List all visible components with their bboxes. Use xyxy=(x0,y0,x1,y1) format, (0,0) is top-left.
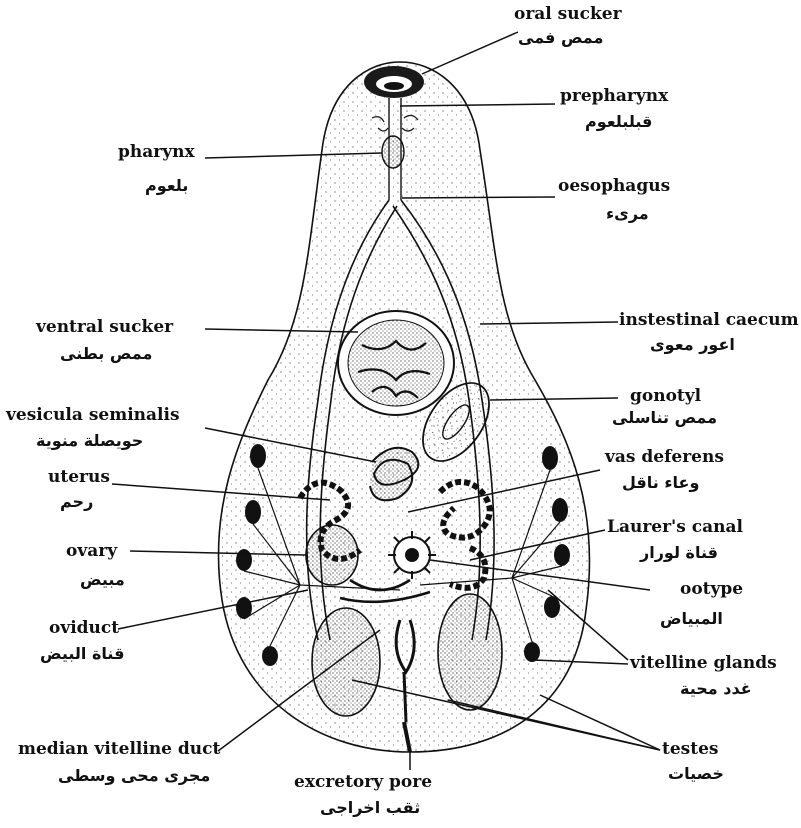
label-laurers-canal-ar: قناة لورار xyxy=(640,545,718,561)
label-oral-sucker: oral sucker xyxy=(514,6,622,23)
label-intestinal-caecum: instestinal caecum xyxy=(619,312,799,329)
ventral-sucker-shape xyxy=(338,311,454,415)
label-ventral-sucker: ventral sucker xyxy=(36,319,173,336)
label-gonotyl: gonotyl xyxy=(630,388,701,405)
label-vesicula-seminalis: vesicula seminalis xyxy=(6,407,180,424)
testis-right-shape xyxy=(438,594,502,710)
label-ovary-ar: مبيض xyxy=(80,572,125,588)
label-oviduct: oviduct xyxy=(49,620,119,637)
label-oesophagus-ar: مرىء xyxy=(606,206,649,222)
label-vitelline-glands-ar: غدد محية xyxy=(680,681,752,697)
oral-sucker-shape xyxy=(364,66,424,98)
label-ootype-ar: المبياض xyxy=(660,611,723,627)
label-prepharynx: prepharynx xyxy=(560,88,668,105)
label-testes-ar: خصيات xyxy=(668,766,724,782)
leader-testes-3 xyxy=(540,695,660,750)
label-median-vitelline-duct: median vitelline duct xyxy=(18,741,220,758)
label-oviduct-ar: قناة البيض xyxy=(40,646,124,662)
label-vesicula-seminalis-ar: حويصلة منوية xyxy=(36,433,143,449)
testis-left-shape xyxy=(312,608,380,716)
label-vas-deferens: vas deferens xyxy=(605,449,724,466)
label-uterus: uterus xyxy=(48,469,110,486)
label-pharynx: pharynx xyxy=(118,144,195,161)
label-ootype: ootype xyxy=(680,581,743,598)
label-excretory-pore-ar: ثقب اخراجى xyxy=(320,800,420,816)
label-vitelline-glands: vitelline glands xyxy=(630,655,777,672)
label-oral-sucker-ar: ممص فمى xyxy=(518,30,603,46)
label-testes: testes xyxy=(662,741,718,758)
leader-oral-sucker xyxy=(422,32,518,74)
ootype-shape xyxy=(388,531,436,579)
label-excretory-pore: excretory pore xyxy=(294,774,432,791)
label-ovary: ovary xyxy=(66,543,117,560)
label-ventral-sucker-ar: ممص بطنى xyxy=(60,346,152,362)
label-intestinal-caecum-ar: اعور معوى xyxy=(650,337,735,353)
label-vas-deferens-ar: وعاء ناقل xyxy=(622,475,699,491)
ovary-shape xyxy=(306,525,358,585)
label-oesophagus: oesophagus xyxy=(558,178,670,195)
label-median-vitelline-duct-ar: مجرى محى وسطى xyxy=(58,768,210,784)
leader-oesophagus xyxy=(402,197,555,198)
label-laurers-canal: Laurer's canal xyxy=(607,519,743,536)
label-uterus-ar: رحم xyxy=(60,494,93,510)
label-gonotyl-ar: ممص تناسلى xyxy=(612,410,717,426)
label-prepharynx-ar: قبلبلعوم xyxy=(585,114,652,130)
pharynx-shape xyxy=(382,136,404,168)
label-pharynx-ar: بلعوم xyxy=(145,178,188,194)
